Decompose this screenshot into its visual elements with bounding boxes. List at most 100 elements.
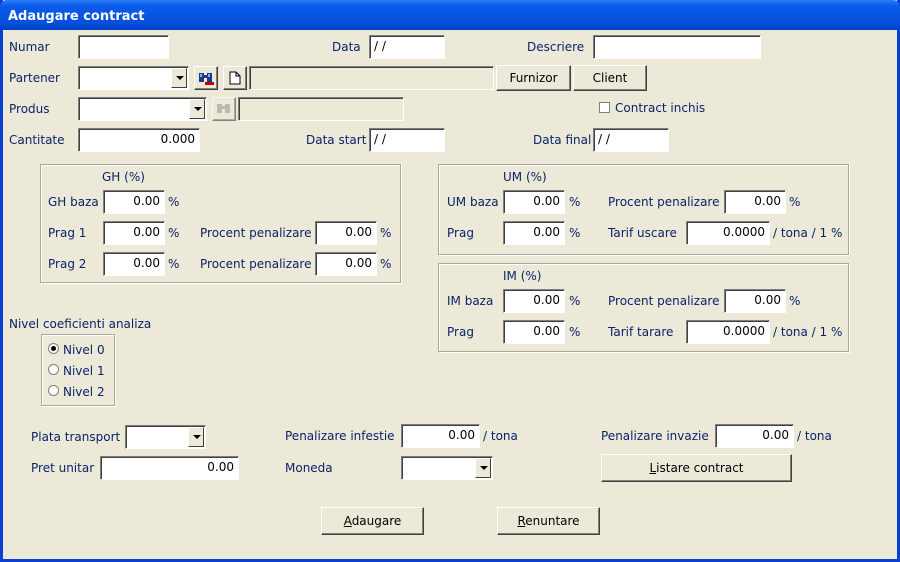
um-baza-input[interactable]: 0.00 — [503, 190, 565, 214]
renuntare-button[interactable]: Renuntare — [497, 507, 600, 535]
um-tarif-label: Tarif uscare — [608, 226, 677, 240]
gh-prag1-input[interactable]: 0.00 — [103, 221, 165, 245]
partener-name-field — [249, 66, 494, 90]
um-group — [438, 164, 849, 255]
pret-unitar-label: Pret unitar — [31, 461, 95, 475]
um-prag-input[interactable]: 0.00 — [503, 221, 565, 245]
gh-prag1-label: Prag 1 — [48, 226, 87, 240]
im-baza-label: IM baza — [447, 294, 494, 308]
cantitate-input[interactable]: 0.000 — [78, 128, 200, 152]
produs-label: Produs — [9, 102, 50, 116]
gh-baza-pct: % — [168, 195, 180, 209]
invazie-unit: / tona — [797, 429, 832, 443]
gh-pen1-input[interactable]: 0.00 — [315, 221, 377, 245]
data-final-label: Data final — [533, 133, 592, 147]
nivel-title: Nivel coeficienti analiza — [9, 317, 152, 331]
gh-prag2-label: Prag 2 — [48, 257, 87, 271]
im-tarif-label: Tarif tarare — [608, 325, 674, 339]
nivel-1-label: Nivel 1 — [63, 364, 105, 378]
client-button[interactable]: Client — [573, 65, 647, 91]
im-pen-pct: % — [789, 294, 801, 308]
contract-inchis-checkbox[interactable] — [599, 102, 610, 113]
adaugare-button[interactable]: Adaugare — [321, 507, 424, 535]
um-title: UM (%) — [503, 170, 547, 184]
infestie-unit: / tona — [483, 429, 518, 443]
furnizor-button[interactable]: Furnizor — [496, 65, 571, 91]
dropdown-arrow-icon[interactable] — [189, 99, 205, 119]
nivel-1-radio[interactable] — [48, 364, 59, 375]
search-produs-button[interactable] — [212, 97, 236, 121]
moneda-label: Moneda — [285, 461, 333, 475]
cantitate-label: Cantitate — [9, 133, 65, 147]
numar-input[interactable] — [78, 35, 169, 59]
im-pen-input[interactable]: 0.00 — [724, 289, 786, 313]
im-tarif-input[interactable]: 0.0000 — [686, 320, 770, 344]
data-start-label: Data start — [306, 133, 367, 147]
im-prag-input[interactable]: 0.00 — [503, 320, 565, 344]
um-pen-input[interactable]: 0.00 — [724, 190, 786, 214]
window-title: Adaugare contract — [8, 9, 145, 24]
title-bar[interactable]: Adaugare contract — [0, 0, 900, 30]
data-start-input[interactable]: / / — [369, 128, 445, 152]
partener-combo[interactable] — [78, 66, 189, 90]
im-prag-pct: % — [569, 325, 581, 339]
gh-prag1-pct: % — [168, 226, 180, 240]
gh-title: GH (%) — [102, 170, 145, 184]
penalizare-infestie-label: Penalizare infestie — [285, 429, 395, 443]
new-partener-button[interactable] — [223, 66, 247, 90]
dropdown-arrow-icon[interactable] — [188, 427, 204, 447]
gh-pen1-label: Procent penalizare — [200, 226, 312, 240]
descriere-input[interactable] — [593, 35, 761, 59]
numar-label: Numar — [9, 40, 50, 54]
data-final-input[interactable]: / / — [593, 128, 669, 152]
gh-baza-label: GH baza — [48, 195, 99, 209]
partener-label: Partener — [9, 71, 60, 85]
binoculars-icon — [199, 73, 214, 85]
penalizare-invazie-input[interactable]: 0.00 — [715, 424, 794, 448]
im-pen-label: Procent penalizare — [608, 294, 720, 308]
gh-pen1-pct: % — [380, 226, 392, 240]
um-tarif-unit: / tona / 1 % — [773, 226, 843, 240]
gh-group — [40, 164, 401, 283]
gh-prag2-input[interactable]: 0.00 — [103, 252, 165, 276]
pret-unitar-input[interactable]: 0.00 — [100, 456, 239, 480]
im-title: IM (%) — [503, 269, 542, 283]
data-input[interactable]: / / — [369, 35, 445, 59]
plata-transport-label: Plata transport — [31, 430, 121, 444]
contract-inchis-label: Contract inchis — [615, 101, 706, 115]
penalizare-infestie-input[interactable]: 0.00 — [401, 424, 480, 448]
im-prag-label: Prag — [447, 325, 474, 339]
data-label: Data — [332, 40, 361, 54]
um-prag-label: Prag — [447, 226, 474, 240]
dropdown-arrow-icon[interactable] — [475, 458, 491, 478]
um-baza-pct: % — [569, 195, 581, 209]
im-baza-pct: % — [569, 294, 581, 308]
search-partener-button[interactable] — [194, 66, 218, 90]
dropdown-arrow-icon[interactable] — [171, 68, 187, 88]
moneda-combo[interactable] — [401, 456, 493, 480]
um-baza-label: UM baza — [447, 195, 499, 209]
gh-baza-input[interactable]: 0.00 — [103, 190, 165, 214]
nivel-2-label: Nivel 2 — [63, 385, 105, 399]
plata-transport-combo[interactable] — [125, 425, 206, 449]
im-baza-input[interactable]: 0.00 — [503, 289, 565, 313]
gh-pen2-label: Procent penalizare — [200, 257, 312, 271]
nivel-0-label: Nivel 0 — [63, 343, 105, 357]
listare-contract-button[interactable]: Listare contract — [601, 454, 792, 482]
im-tarif-unit: / tona / 1 % — [773, 325, 843, 339]
binoculars-disabled-icon — [217, 104, 230, 113]
um-pen-label: Procent penalizare — [608, 195, 720, 209]
new-document-icon — [229, 71, 241, 85]
gh-pen2-pct: % — [380, 257, 392, 271]
gh-pen2-input[interactable]: 0.00 — [315, 252, 377, 276]
um-pen-pct: % — [789, 195, 801, 209]
nivel-radio-group — [41, 334, 115, 406]
nivel-0-radio[interactable] — [48, 343, 59, 354]
produs-combo[interactable] — [78, 97, 207, 121]
penalizare-invazie-label: Penalizare invazie — [601, 429, 709, 443]
im-group — [438, 263, 849, 352]
nivel-2-radio[interactable] — [48, 385, 59, 396]
descriere-label: Descriere — [527, 40, 585, 54]
um-tarif-input[interactable]: 0.0000 — [686, 221, 770, 245]
